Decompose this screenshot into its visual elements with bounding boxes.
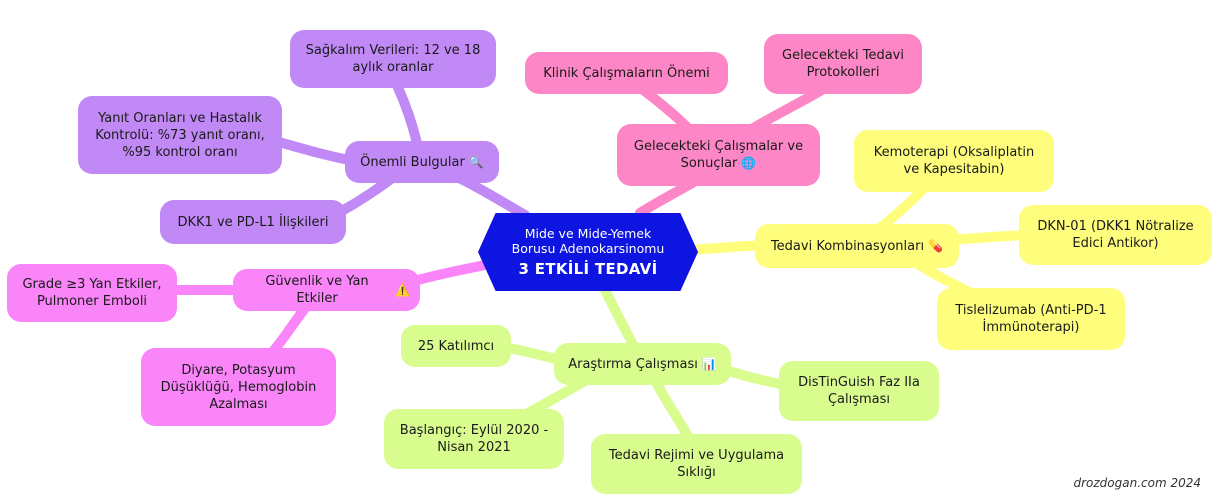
node-25-katilimci: 25 Katılımcı	[401, 325, 511, 367]
chart-icon: 📊	[701, 356, 717, 371]
node-grade3-yan-etkiler: Grade ≥3 Yan Etkiler, Pulmoner Emboli	[7, 264, 177, 322]
node-baslangic-tarihi: Başlangıç: Eylül 2020 - Nisan 2021	[384, 409, 564, 469]
watermark: drozdogan.com 2024	[1073, 476, 1201, 490]
node-gelecekteki-protokoller: Gelecekteki Tedavi Protokolleri	[764, 34, 922, 94]
node-klinik-calismalar: Klinik Çalışmaların Önemi	[525, 52, 728, 94]
branch-label: Önemli Bulgular	[360, 154, 465, 170]
branch-onemli-bulgular: Önemli Bulgular 🔍	[345, 141, 499, 183]
node-dkn01: DKN-01 (DKK1 Nötralize Edici Antikor)	[1019, 205, 1212, 265]
branch-label: Güvenlik ve Yan Etkiler	[265, 274, 369, 306]
branch-label: Araştırma Çalışması	[568, 356, 698, 372]
pill-icon: 💊	[928, 238, 944, 253]
node-tislelizumab: Tislelizumab (Anti-PD-1 İmmünoterapi)	[937, 288, 1125, 350]
central-title-line2: Borusu Adenokarsinomu	[511, 241, 665, 256]
branch-tedavi-kombinasyonlari: Tedavi Kombinasyonları 💊	[755, 224, 959, 268]
branch-label: Tedavi Kombinasyonları	[770, 238, 925, 254]
node-yanit-oranlari: Yanıt Oranları ve Hastalık Kontrolü: %73…	[78, 96, 282, 174]
node-kemoterapi: Kemoterapi (Oksaliplatin ve Kapesitabin)	[854, 130, 1054, 192]
edge-center-arastirma	[600, 285, 640, 353]
central-headline: 3 ETKİLİ TEDAVİ	[518, 260, 658, 278]
magnifier-icon: 🔍	[468, 154, 484, 169]
branch-guvenlik-yan-etkiler: Güvenlik ve Yan Etkiler ⚠️	[233, 269, 420, 311]
warning-icon: ⚠️	[395, 282, 410, 297]
branch-arastirma-calismasi: Araştırma Çalışması 📊	[554, 343, 731, 385]
node-sagkalim-verileri: Sağkalım Verileri: 12 ve 18 aylık oranla…	[290, 30, 496, 88]
central-topic: Mide ve Mide-Yemek Borusu Adenokarsinomu…	[478, 213, 698, 291]
globe-icon: 🌐	[741, 156, 757, 170]
edge-arastirma-rejim	[650, 375, 695, 445]
branch-gelecekteki-calismalar: Gelecekteki Çalışmalar ve Sonuçlar🌐	[617, 124, 820, 186]
central-title-line1: Mide ve Mide-Yemek	[524, 226, 652, 241]
node-tedavi-rejimi: Tedavi Rejimi ve Uygulama Sıklığı	[591, 434, 802, 494]
edge-tedavi-dkn	[945, 230, 1035, 245]
node-distinguish-faz: DisTinGuish Faz IIa Çalışması	[779, 361, 939, 421]
branch-label: Gelecekteki Çalışmalar ve Sonuçlar	[633, 139, 804, 171]
central-hexagon	[478, 213, 698, 291]
node-dkk1-pdl1: DKK1 ve PD-L1 İlişkileri	[160, 200, 346, 244]
node-diyare-potasyum: Diyare, Potasyum Düşüklüğü, Hemoglobin A…	[141, 348, 336, 426]
